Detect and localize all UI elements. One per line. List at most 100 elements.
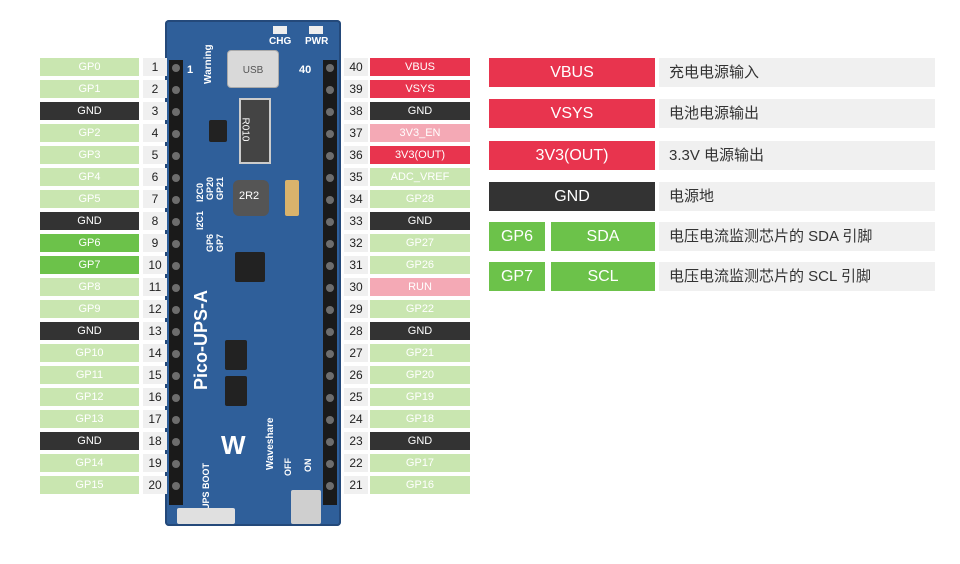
pin-label: GP17 [370, 454, 470, 472]
legend-pin-box: 3V3(OUT) [489, 141, 655, 170]
pin-number: 7 [143, 190, 167, 208]
pin-number: 8 [143, 212, 167, 230]
pico-ups-board: USB 1 40 Warning CHG PWR R010 2R2 I2C1 I… [165, 20, 341, 526]
pin-number: 26 [344, 366, 368, 384]
pin-label: VSYS [370, 80, 470, 98]
pin-number: 40 [344, 58, 368, 76]
pin-label: GP10 [40, 344, 139, 362]
pin-label: GP18 [370, 410, 470, 428]
pin-label: GP1 [40, 80, 139, 98]
legend-description: 3.3V 电源输出 [659, 141, 935, 170]
header-hole [326, 152, 334, 160]
pwr-led [309, 26, 323, 34]
pin-number: 17 [143, 410, 167, 428]
pin-label: GP22 [370, 300, 470, 318]
pin-number: 32 [344, 234, 368, 252]
header-hole [172, 416, 180, 424]
header-hole [326, 350, 334, 358]
i2c0-label: I2C0 [195, 182, 205, 202]
pin-number: 23 [344, 432, 368, 450]
pin-number: 2 [143, 80, 167, 98]
pin-label: GND [370, 102, 470, 120]
board-name: Pico-UPS-A [191, 289, 211, 390]
pin-label: GP15 [40, 476, 139, 494]
pin-number: 6 [143, 168, 167, 186]
header-hole [172, 86, 180, 94]
pin-number: 1 [143, 58, 167, 76]
header-hole [172, 240, 180, 248]
pin-number: 37 [344, 124, 368, 142]
waveshare-logo: W [221, 430, 246, 460]
header-hole [172, 108, 180, 116]
legend-description: 电池电源输出 [659, 99, 935, 128]
ups-boot-button[interactable] [177, 508, 235, 524]
left-pin-header [169, 60, 183, 505]
pin-label: GP0 [40, 58, 139, 76]
pin-number: 24 [344, 410, 368, 428]
header-hole [326, 86, 334, 94]
gp21-board-label: GP21 [215, 176, 225, 200]
pin-label: 3V3_EN [370, 124, 470, 142]
brand-label: Waveshare [265, 417, 276, 470]
pin-label: GP2 [40, 124, 139, 142]
inductor-label: 2R2 [239, 190, 260, 202]
gp7-board-label: GP7 [215, 233, 225, 252]
pin-number: 36 [344, 146, 368, 164]
header-hole [172, 438, 180, 446]
ic-chip-1 [209, 120, 227, 142]
header-hole [326, 438, 334, 446]
pin-number: 28 [344, 322, 368, 340]
pin-number: 27 [344, 344, 368, 362]
pin-label: GP8 [40, 278, 139, 296]
inductor: 2R2 [233, 180, 269, 216]
right-pin-header [323, 60, 337, 505]
header-hole [172, 196, 180, 204]
header-hole [172, 130, 180, 138]
pin-label: GP20 [370, 366, 470, 384]
pin-label: GP14 [40, 454, 139, 472]
pin-label: GP16 [370, 476, 470, 494]
ups-boot-label: UPS BOOT [201, 462, 211, 510]
pin-number: 16 [143, 388, 167, 406]
pin-number: 12 [143, 300, 167, 318]
pin-label: GP27 [370, 234, 470, 252]
pin-number: 38 [344, 102, 368, 120]
header-hole [326, 130, 334, 138]
header-hole [326, 394, 334, 402]
usb-connector: USB [227, 50, 279, 88]
pin-label: GND [40, 432, 139, 450]
pin-label: GP4 [40, 168, 139, 186]
pin-number: 25 [344, 388, 368, 406]
legend-description: 电压电流监测芯片的 SCL 引脚 [659, 262, 935, 291]
pin-number: 21 [344, 476, 368, 494]
legend-description: 电压电流监测芯片的 SDA 引脚 [659, 222, 935, 251]
header-hole [172, 328, 180, 336]
pin-number: 11 [143, 278, 167, 296]
legend-pin-box: SDA [551, 222, 655, 251]
header-hole [326, 174, 334, 182]
pin-label: GP12 [40, 388, 139, 406]
header-hole [172, 152, 180, 160]
pin-number: 18 [143, 432, 167, 450]
legend-description: 电源地 [659, 182, 935, 211]
gp20-board-label: GP20 [205, 176, 215, 200]
header-hole [172, 64, 180, 72]
header-hole [172, 174, 180, 182]
header-hole [326, 284, 334, 292]
pin-label: GND [40, 322, 139, 340]
chg-label: CHG [269, 36, 292, 47]
header-hole [326, 218, 334, 226]
header-hole [172, 372, 180, 380]
capacitor [285, 180, 299, 216]
pin1-marker: 1 [187, 64, 194, 76]
pin-number: 30 [344, 278, 368, 296]
pin-label: GP28 [370, 190, 470, 208]
pin-number: 29 [344, 300, 368, 318]
pin-number: 34 [344, 190, 368, 208]
pin-label: GP11 [40, 366, 139, 384]
power-switch[interactable] [291, 490, 321, 524]
header-hole [172, 306, 180, 314]
pin-number: 39 [344, 80, 368, 98]
